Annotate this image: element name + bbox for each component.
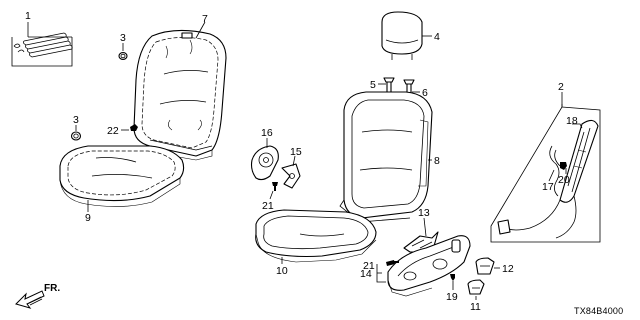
part-22-clip[interactable] bbox=[121, 124, 138, 131]
part-5-headrest-guide[interactable] bbox=[378, 77, 395, 101]
part-9-cushion-cover[interactable] bbox=[59, 145, 185, 212]
callout-1: 1 bbox=[25, 10, 31, 22]
part-12-knob[interactable] bbox=[475, 257, 500, 275]
callout-2: 2 bbox=[558, 81, 564, 93]
part-20-clip[interactable] bbox=[560, 162, 567, 174]
callout-12: 12 bbox=[502, 263, 514, 275]
callout-8: 8 bbox=[434, 155, 440, 167]
part-7-seatback-cover[interactable] bbox=[133, 21, 227, 161]
part-2-airbag-module[interactable] bbox=[490, 92, 601, 243]
part-11-lever-knob[interactable] bbox=[467, 279, 485, 300]
callout-10: 10 bbox=[276, 265, 288, 277]
diagram-code: TX84B4000 bbox=[574, 306, 623, 316]
callout-16: 16 bbox=[261, 127, 273, 139]
callout-22: 22 bbox=[107, 125, 119, 137]
part-3-grommet-upper[interactable] bbox=[118, 43, 128, 61]
part-16-recliner-cover[interactable] bbox=[250, 138, 279, 181]
callout-21a: 21 bbox=[262, 200, 274, 212]
part-19-clip[interactable] bbox=[450, 274, 455, 290]
part-15-bracket[interactable] bbox=[281, 155, 301, 189]
callout-5: 5 bbox=[370, 79, 376, 91]
svg-text:FR.: FR. bbox=[44, 283, 60, 294]
callout-18: 18 bbox=[566, 115, 578, 127]
callout-3a: 3 bbox=[120, 32, 126, 44]
callout-13: 13 bbox=[418, 207, 430, 219]
callout-14: 14 bbox=[360, 268, 372, 280]
part-17-wire-harness[interactable] bbox=[497, 145, 577, 239]
callout-3b: 3 bbox=[73, 114, 79, 126]
callout-15: 15 bbox=[290, 146, 302, 158]
part-18-airbag-unit[interactable] bbox=[559, 119, 599, 203]
part-8-seatback-pad[interactable] bbox=[339, 91, 433, 223]
part-10-cushion-pad[interactable] bbox=[255, 209, 377, 264]
callout-17: 17 bbox=[542, 181, 554, 193]
callout-19: 19 bbox=[446, 291, 458, 303]
part-21-screw-upper[interactable] bbox=[269, 182, 278, 200]
part-4-headrest[interactable] bbox=[381, 11, 432, 60]
callout-11: 11 bbox=[470, 301, 481, 313]
part-14-side-trim[interactable] bbox=[376, 235, 471, 297]
part-21-screw-lower[interactable] bbox=[386, 260, 399, 266]
callout-7: 7 bbox=[202, 13, 208, 25]
part-1-clip-set[interactable] bbox=[11, 22, 73, 67]
callout-20: 20 bbox=[558, 174, 570, 186]
callout-21b: 21 bbox=[363, 260, 375, 272]
part-3-grommet-lower[interactable] bbox=[70, 125, 82, 141]
front-direction-arrow-icon: FR. bbox=[15, 283, 60, 309]
callout-9: 9 bbox=[85, 212, 91, 224]
callout-6: 6 bbox=[422, 87, 428, 99]
callout-4: 4 bbox=[434, 31, 440, 43]
